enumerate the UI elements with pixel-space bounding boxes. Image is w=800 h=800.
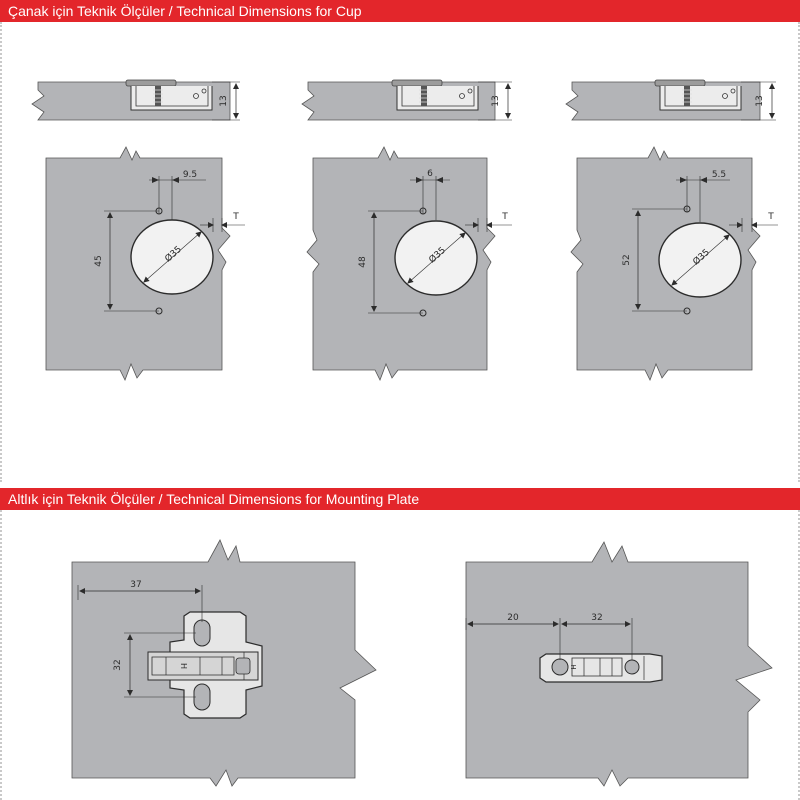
front-view: Ø35 5.5 52 T bbox=[570, 146, 778, 381]
side-thickness-label: 13 bbox=[219, 95, 229, 106]
hole-spacing-label: 45 bbox=[94, 255, 104, 266]
left-dotted-edge bbox=[0, 22, 2, 482]
plate-offset-label: 37 bbox=[130, 580, 141, 590]
cup-variant-1: 13 Ø35 9.5 45 T bbox=[31, 79, 245, 381]
mounting-plate-1: H 37 32 bbox=[71, 539, 377, 787]
cup-variant-3: 13 Ø35 5.5 52 T bbox=[565, 79, 778, 381]
mounting-plate-2: H 20 32 bbox=[465, 541, 773, 787]
right-dotted-edge-lower bbox=[798, 510, 800, 800]
pitch-label: 5.5 bbox=[712, 170, 726, 180]
plate-height-mark: H bbox=[569, 664, 577, 669]
cup-section-title: Çanak için Teknik Ölçüler / Technical Di… bbox=[0, 0, 800, 22]
cup-variant-2: 13 Ø35 6 48 T bbox=[301, 79, 512, 381]
side-view: 13 bbox=[565, 79, 776, 121]
side-thickness-label: 13 bbox=[491, 95, 501, 106]
front-view: Ø35 9.5 45 T bbox=[45, 146, 245, 381]
plate-offset-label: 20 bbox=[507, 613, 519, 623]
front-view: Ø35 6 48 T bbox=[306, 146, 512, 381]
plate-section-title: Altlık için Teknik Ölçüler / Technical D… bbox=[0, 488, 800, 510]
plate-height-mark: H bbox=[179, 663, 188, 669]
pitch-label: 6 bbox=[427, 169, 433, 179]
side-view: 13 bbox=[31, 79, 240, 121]
hole-spacing-label: 52 bbox=[622, 254, 632, 265]
left-dotted-edge-lower bbox=[0, 510, 2, 800]
right-dotted-edge bbox=[798, 22, 800, 482]
pitch-label: 9.5 bbox=[183, 170, 197, 180]
plate-hole-spacing-label: 32 bbox=[591, 613, 602, 623]
side-view: 13 bbox=[301, 79, 512, 121]
plate-hole-spacing-label: 32 bbox=[113, 659, 123, 670]
door-mark-label: T bbox=[232, 212, 239, 222]
door-mark-label: T bbox=[767, 212, 774, 222]
door-mark-label: T bbox=[501, 212, 508, 222]
side-thickness-label: 13 bbox=[755, 95, 765, 106]
hole-spacing-label: 48 bbox=[358, 256, 368, 268]
